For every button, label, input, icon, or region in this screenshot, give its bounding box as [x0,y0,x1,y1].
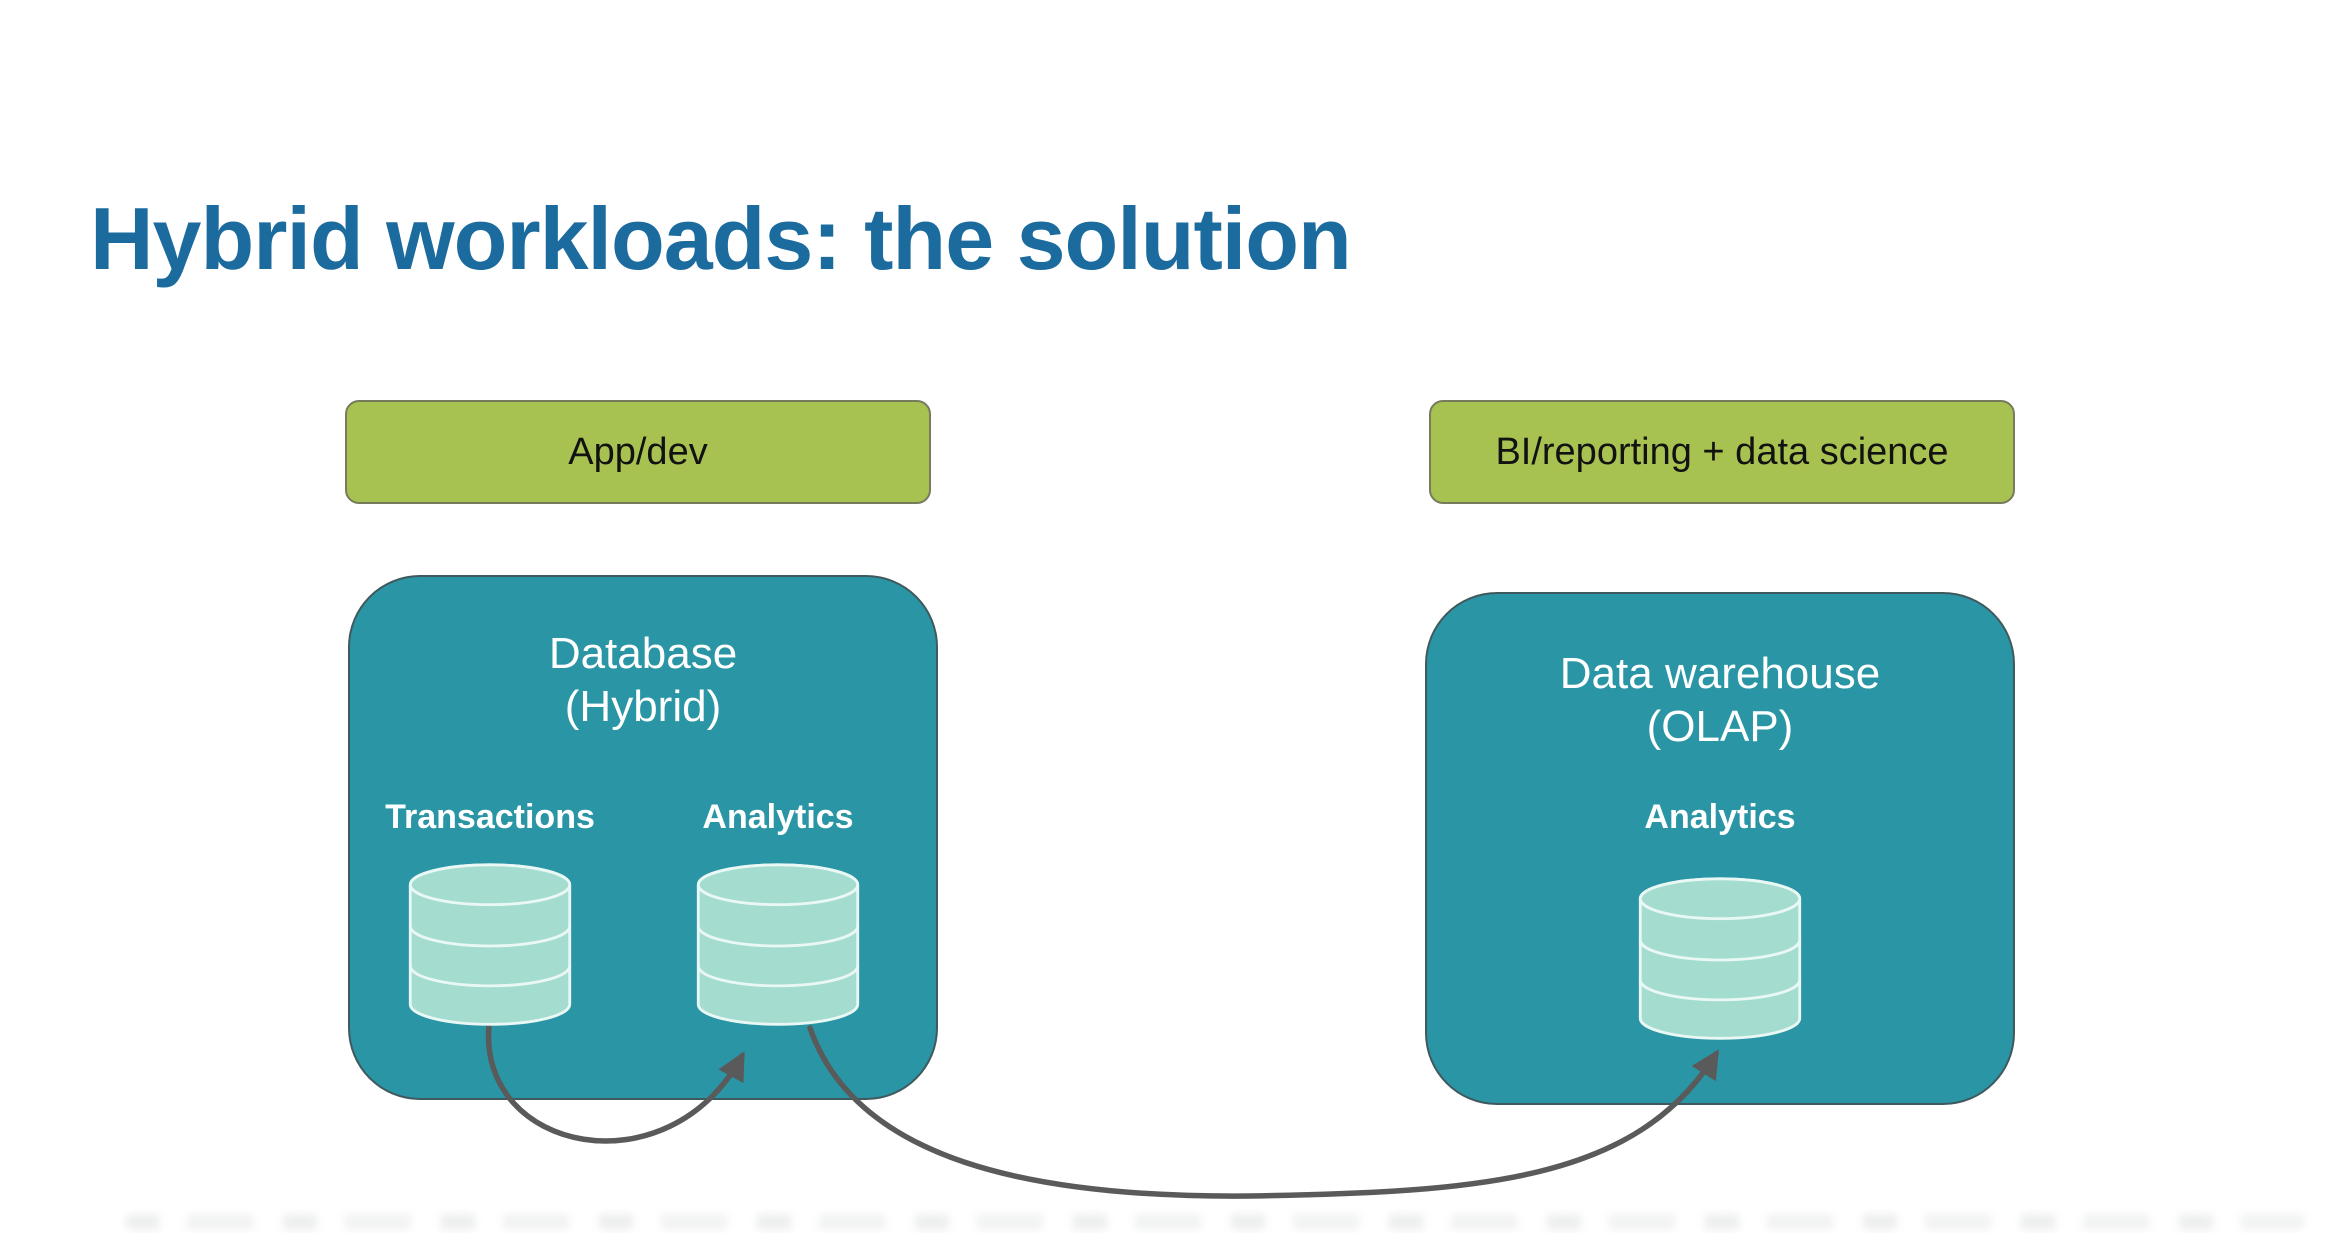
banner-app-dev: App/dev [345,400,931,504]
analytics-label-warehouse: Analytics [1644,798,1796,836]
database-cylinder-icon [408,863,572,1026]
database-box-name: Database (Hybrid) [348,628,938,734]
database-box-name-line1: Database [548,629,738,678]
cropped-content-artifact [125,1214,2305,1230]
banner-bi-reporting-label: BI/reporting + data science [1495,430,1949,473]
warehouse-box-name-line2: (OLAP) [1646,701,1794,751]
database-cylinder-icon [1638,877,1802,1040]
warehouse-box-name: Data warehouse (OLAP) [1425,648,2015,754]
transactions-label: Transactions [385,798,595,836]
page-title: Hybrid workloads: the solution [90,189,1352,288]
warehouse-box-name-line1: Data warehouse [1559,649,1881,698]
database-box-name-line2: (Hybrid) [564,681,722,731]
analytics-label-db: Analytics [702,798,854,836]
banner-app-dev-label: App/dev [568,430,708,473]
banner-bi-reporting: BI/reporting + data science [1429,400,2015,504]
database-cylinder-icon [696,863,860,1026]
